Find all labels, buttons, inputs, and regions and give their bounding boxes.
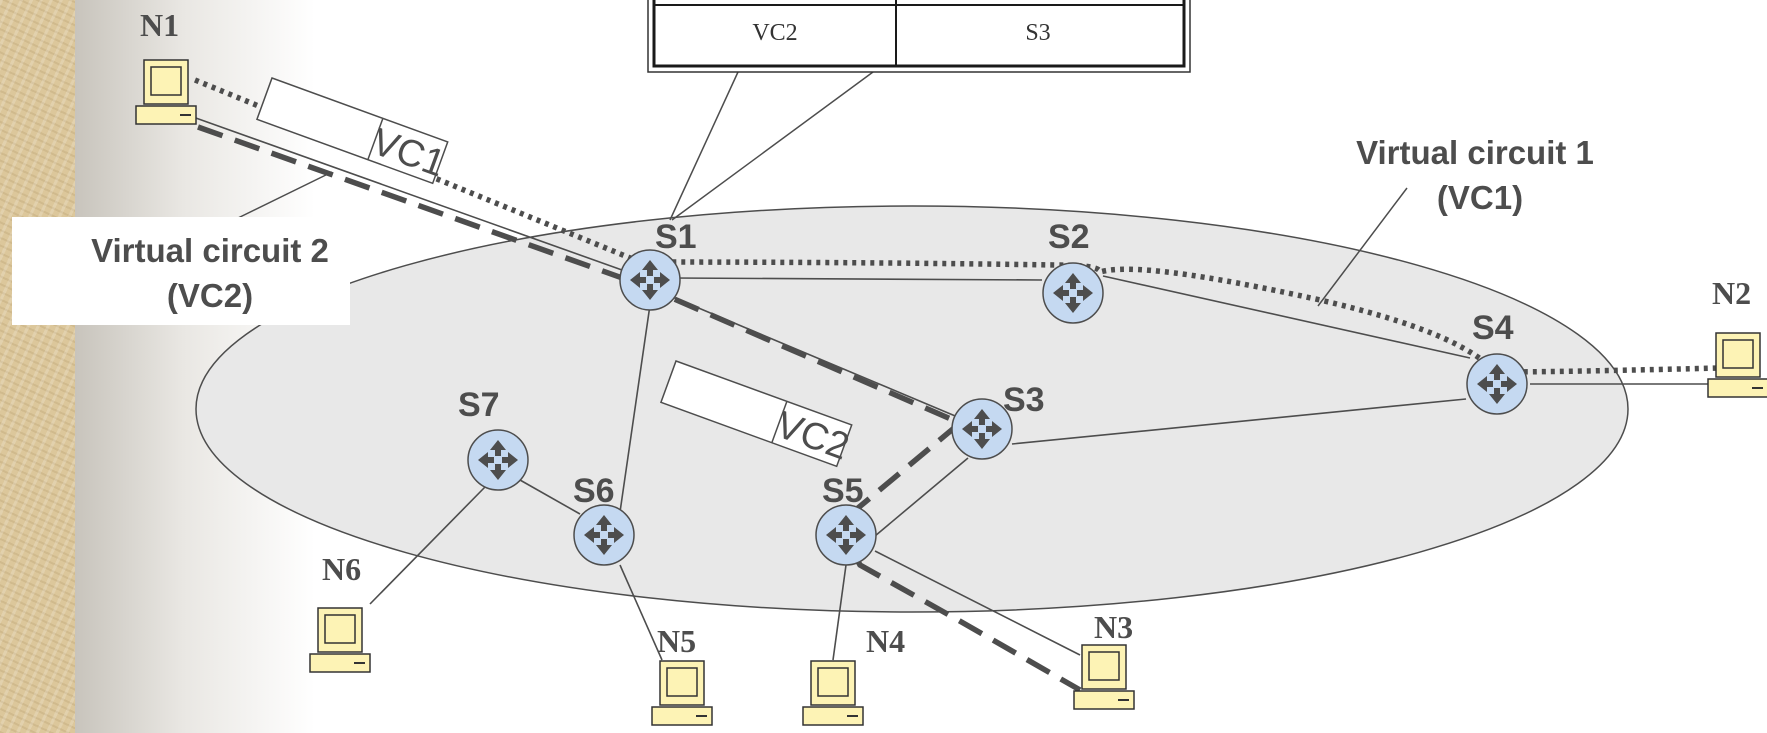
switch-label-s1: S1 bbox=[655, 218, 697, 256]
vc1-label-short: (VC1) bbox=[1437, 179, 1523, 216]
host-n2 bbox=[1707, 332, 1767, 398]
host-n4 bbox=[802, 660, 864, 726]
switch-s5 bbox=[815, 504, 877, 566]
link-s1-s2 bbox=[671, 277, 1043, 281]
router-arrows-icon bbox=[619, 249, 681, 311]
host-label-n2: N2 bbox=[1712, 275, 1751, 311]
link-s6-n5 bbox=[619, 564, 663, 661]
switch-s2 bbox=[1042, 262, 1104, 324]
link-s1-s6 bbox=[619, 304, 651, 513]
router-arrows-icon bbox=[1466, 353, 1528, 415]
switch-label-s5: S5 bbox=[822, 472, 864, 510]
virtual-circuit-2-path bbox=[197, 124, 1082, 693]
host-label-n3: N3 bbox=[1094, 609, 1133, 645]
switch-s3 bbox=[951, 398, 1013, 460]
switch-s6 bbox=[573, 504, 635, 566]
callout-pointer-left bbox=[669, 71, 739, 221]
network-cloud bbox=[195, 205, 1629, 613]
host-n3 bbox=[1073, 644, 1135, 710]
host-label-n6: N6 bbox=[322, 551, 361, 587]
host-n1 bbox=[135, 59, 197, 125]
router-arrows-icon bbox=[951, 398, 1013, 460]
link-s6-s7 bbox=[519, 479, 581, 515]
table-cell-switch: S3 bbox=[1025, 20, 1050, 46]
link-s7-n6 bbox=[369, 486, 486, 605]
router-arrows-icon bbox=[467, 429, 529, 491]
vc1-label-pointer bbox=[1317, 187, 1408, 307]
vc-table-callout: VC2 S3 bbox=[647, 0, 1191, 221]
callout-pointer-right bbox=[671, 71, 874, 221]
router-arrows-icon bbox=[573, 504, 635, 566]
vc1-tag: VC1 bbox=[255, 77, 451, 186]
link-n1-s1 bbox=[192, 116, 623, 271]
host-label-n5: N5 bbox=[657, 623, 696, 659]
desktop-computer-icon bbox=[1707, 332, 1767, 398]
vc2-label-short: (VC2) bbox=[167, 277, 253, 314]
vc1-tag-label: VC1 bbox=[367, 121, 451, 186]
switch-label-s6: S6 bbox=[573, 472, 615, 510]
switch-label-s2: S2 bbox=[1048, 218, 1090, 256]
link-s3-s4 bbox=[1011, 398, 1467, 445]
switch-s4 bbox=[1466, 353, 1528, 415]
host-label-n1: N1 bbox=[140, 7, 179, 43]
host-n5 bbox=[651, 660, 713, 726]
vc1-label-title: Virtual circuit 1 bbox=[1356, 134, 1594, 171]
switch-label-s7: S7 bbox=[458, 386, 500, 424]
host-n6 bbox=[309, 607, 371, 673]
table-cell-vc: VC2 bbox=[752, 20, 797, 46]
desktop-computer-icon bbox=[651, 660, 713, 726]
router-arrows-icon bbox=[815, 504, 877, 566]
desktop-computer-icon bbox=[135, 59, 197, 125]
vc2-label-box bbox=[12, 217, 350, 325]
router-arrows-icon bbox=[1042, 262, 1104, 324]
link-s3-s5 bbox=[874, 457, 969, 537]
switch-label-s3: S3 bbox=[1003, 381, 1045, 419]
link-s5-n3 bbox=[874, 550, 1081, 656]
switch-label-s4: S4 bbox=[1472, 309, 1514, 347]
link-s2-s4 bbox=[1102, 275, 1471, 359]
desktop-computer-icon bbox=[309, 607, 371, 673]
host-label-n4: N4 bbox=[866, 623, 905, 659]
parchment-border bbox=[0, 0, 75, 733]
virtual-circuit-1-path bbox=[193, 77, 1721, 375]
desktop-computer-icon bbox=[1073, 644, 1135, 710]
desktop-computer-icon bbox=[802, 660, 864, 726]
switch-s7 bbox=[467, 429, 529, 491]
switch-s1 bbox=[619, 249, 681, 311]
vc2-label-pointer bbox=[237, 171, 333, 219]
link-s5-n4 bbox=[832, 564, 847, 661]
vc2-label-title: Virtual circuit 2 bbox=[91, 232, 329, 269]
